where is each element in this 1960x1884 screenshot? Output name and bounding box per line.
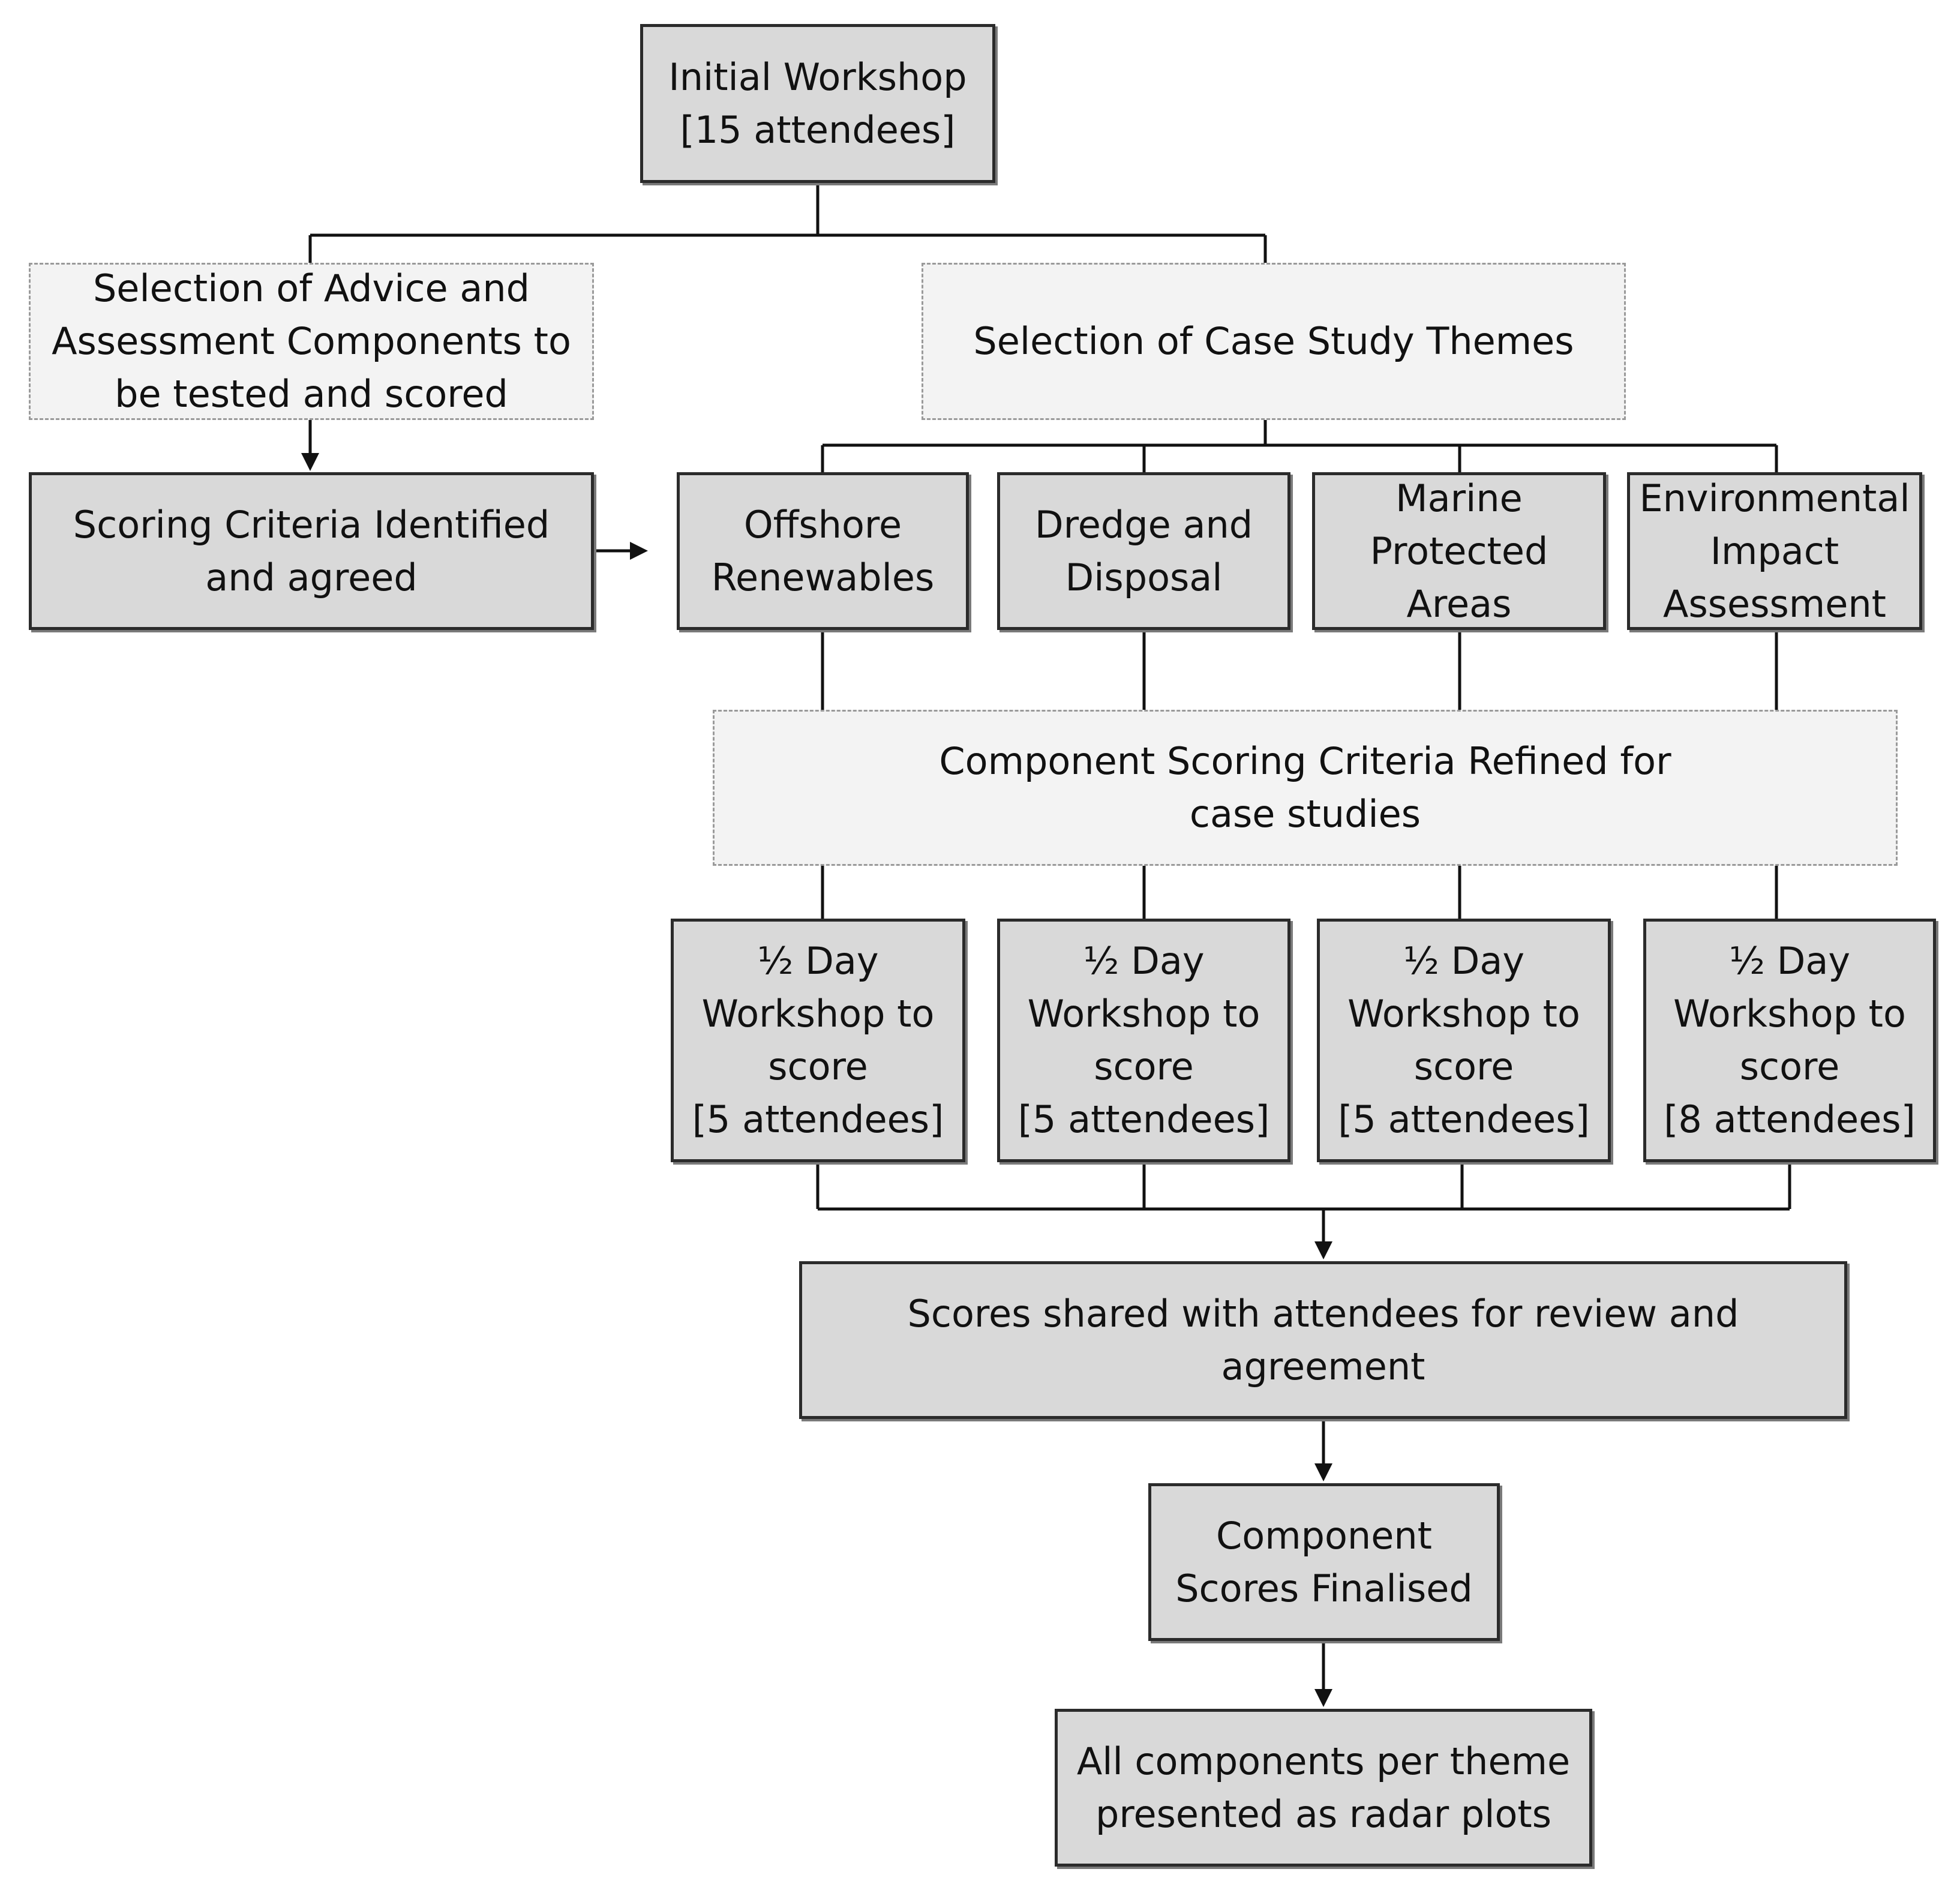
selection-components-label: Selection of Advice and Assessment Compo… <box>52 266 571 416</box>
workshop-label-1: ½ Day Workshop to score [5 attendees] <box>692 939 944 1141</box>
connector-themes-to-refined <box>821 630 1778 710</box>
refined-criteria-label: Component Scoring Criteria Refined for c… <box>939 739 1671 836</box>
connector-refined-to-workshops <box>821 866 1778 919</box>
theme-eia-box: Environmental Impact Assessment <box>1627 472 1922 630</box>
refined-criteria-box: Component Scoring Criteria Refined for c… <box>713 710 1898 866</box>
scores-finalised-label: Component Scores Finalised <box>1175 1513 1473 1610</box>
scoring-criteria-box: Scoring Criteria Identified and agreed <box>29 472 594 630</box>
theme-marine-protected-areas-label: Marine Protected Areas <box>1370 476 1548 626</box>
theme-dredge-disposal-box: Dredge and Disposal <box>997 472 1290 630</box>
workshop-box-1: ½ Day Workshop to score [5 attendees] <box>671 919 965 1162</box>
selection-themes-box: Selection of Case Study Themes <box>922 263 1626 420</box>
scores-shared-label: Scores shared with attendees for review … <box>907 1291 1739 1388</box>
connector-themes-split <box>821 420 1778 472</box>
radar-plots-label: All components per theme presented as ra… <box>1076 1739 1571 1836</box>
initial-workshop-box: Initial Workshop [15 attendees] <box>640 24 995 183</box>
radar-plots-box: All components per theme presented as ra… <box>1055 1709 1592 1867</box>
initial-workshop-label: Initial Workshop [15 attendees] <box>668 55 967 152</box>
theme-eia-label: Environmental Impact Assessment <box>1639 476 1910 626</box>
selection-components-box: Selection of Advice and Assessment Compo… <box>29 263 594 420</box>
theme-dredge-disposal-label: Dredge and Disposal <box>1034 502 1253 599</box>
connector-initial-split <box>308 183 1267 263</box>
workshop-label-2: ½ Day Workshop to score [5 attendees] <box>1017 939 1270 1141</box>
theme-offshore-renewables-label: Offshore Renewables <box>711 502 935 599</box>
selection-themes-label: Selection of Case Study Themes <box>973 319 1574 363</box>
workshop-box-4: ½ Day Workshop to score [8 attendees] <box>1643 919 1936 1162</box>
connector-workshops-merge <box>816 1162 1791 1211</box>
workshop-box-2: ½ Day Workshop to score [5 attendees] <box>997 919 1290 1162</box>
scores-shared-box: Scores shared with attendees for review … <box>799 1261 1847 1419</box>
theme-marine-protected-areas-box: Marine Protected Areas <box>1312 472 1606 630</box>
theme-offshore-renewables-box: Offshore Renewables <box>677 472 969 630</box>
workshop-label-4: ½ Day Workshop to score [8 attendees] <box>1664 939 1916 1141</box>
workshop-box-3: ½ Day Workshop to score [5 attendees] <box>1317 919 1611 1162</box>
workshop-label-3: ½ Day Workshop to score [5 attendees] <box>1338 939 1590 1141</box>
scores-finalised-box: Component Scores Finalised <box>1148 1483 1500 1641</box>
scoring-criteria-label: Scoring Criteria Identified and agreed <box>73 502 550 599</box>
